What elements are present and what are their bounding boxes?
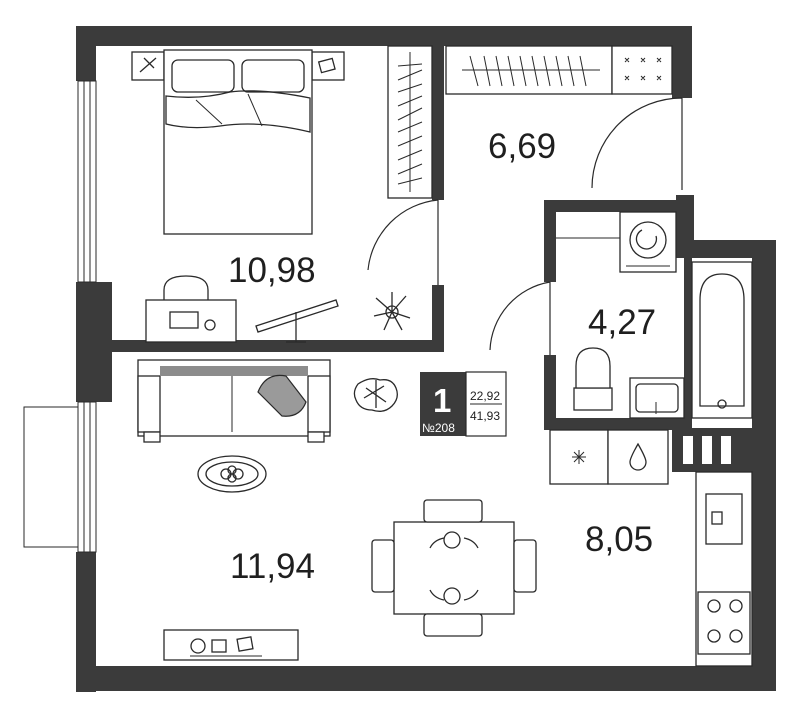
chair-left xyxy=(371,539,395,593)
tv-stand xyxy=(163,629,299,661)
hangers-bedroom xyxy=(397,63,423,185)
rug xyxy=(197,455,267,493)
wall-left-lower xyxy=(76,552,96,692)
desk xyxy=(145,299,237,343)
chair-right xyxy=(513,539,537,593)
chair-top xyxy=(423,499,483,523)
sink xyxy=(629,377,685,419)
nightstand-right xyxy=(311,51,345,81)
wall-bath-bottom xyxy=(544,418,686,430)
kitchen-counter xyxy=(695,471,753,667)
kitchen-cabinet-2 xyxy=(607,429,669,485)
wall-left-upper xyxy=(76,26,96,81)
washing-machine xyxy=(619,211,677,273)
doors xyxy=(367,97,683,355)
chair-desk xyxy=(163,275,209,300)
area-bedroom: 10,98 xyxy=(228,251,316,290)
shoe-cabinet xyxy=(611,45,673,95)
vent-hole-1 xyxy=(683,436,693,464)
badge-total-area: 41,93 xyxy=(470,409,500,423)
wall-bedroom-right xyxy=(432,28,444,200)
wall-bath-left-lower xyxy=(544,355,556,430)
wall-top xyxy=(76,26,691,46)
kitchen-furniture xyxy=(371,429,753,667)
walls xyxy=(76,26,776,692)
blanket xyxy=(165,90,311,133)
wall-bottom xyxy=(76,666,776,691)
wall-bath-top xyxy=(544,200,682,212)
nightstand-left xyxy=(131,51,165,81)
badge-apartment-number: №208 xyxy=(422,421,455,435)
bedroom-furniture xyxy=(131,45,433,343)
badge-living-area: 22,92 xyxy=(470,389,500,403)
windows xyxy=(23,80,97,553)
wall-bath-divider xyxy=(684,258,692,430)
wall-right-lower xyxy=(752,240,776,691)
door-bathroom xyxy=(489,281,551,355)
floor-lamp xyxy=(255,299,339,343)
hall-furniture xyxy=(445,45,673,95)
kitchen-sink xyxy=(705,493,743,545)
toilet xyxy=(573,347,613,411)
window-living xyxy=(77,401,97,553)
door-entrance xyxy=(591,97,683,190)
bathtub xyxy=(691,261,753,419)
apartment-badge: 1 №208 22,92 41,93 xyxy=(420,371,507,437)
chair-bottom xyxy=(423,613,483,637)
window-bedroom xyxy=(77,80,97,283)
living-furniture xyxy=(137,359,398,661)
vent-hole-2 xyxy=(702,436,712,464)
wall-right-top xyxy=(672,26,692,98)
plant-bedroom xyxy=(373,292,411,331)
area-living: 11,94 xyxy=(230,547,315,586)
shoe-cabinet-dots xyxy=(624,57,662,81)
wall-bath-left xyxy=(544,200,556,282)
dining-table xyxy=(393,521,515,615)
plant-living xyxy=(353,378,398,412)
area-bathroom: 4,27 xyxy=(588,303,656,342)
area-wardrobe: 6,69 xyxy=(488,127,556,166)
cooktop xyxy=(697,591,751,655)
badge-dark xyxy=(420,372,466,436)
cushion xyxy=(257,374,307,417)
balcony xyxy=(23,406,79,548)
wall-bedroom-right-lower xyxy=(432,285,444,345)
door-bedroom xyxy=(367,199,439,285)
vent-hole-3 xyxy=(721,436,731,464)
bathroom-fixtures xyxy=(556,211,753,419)
wall-bedroom-living xyxy=(96,340,444,352)
area-labels: 10,98 6,69 4,27 11,94 8,05 xyxy=(228,127,656,586)
wall-bath-top-right xyxy=(676,195,694,243)
badge-rooms-count: 1 xyxy=(433,382,451,419)
area-kitchen: 8,05 xyxy=(585,520,653,559)
wall-bath-top-right2 xyxy=(676,240,776,258)
bed xyxy=(163,49,313,235)
